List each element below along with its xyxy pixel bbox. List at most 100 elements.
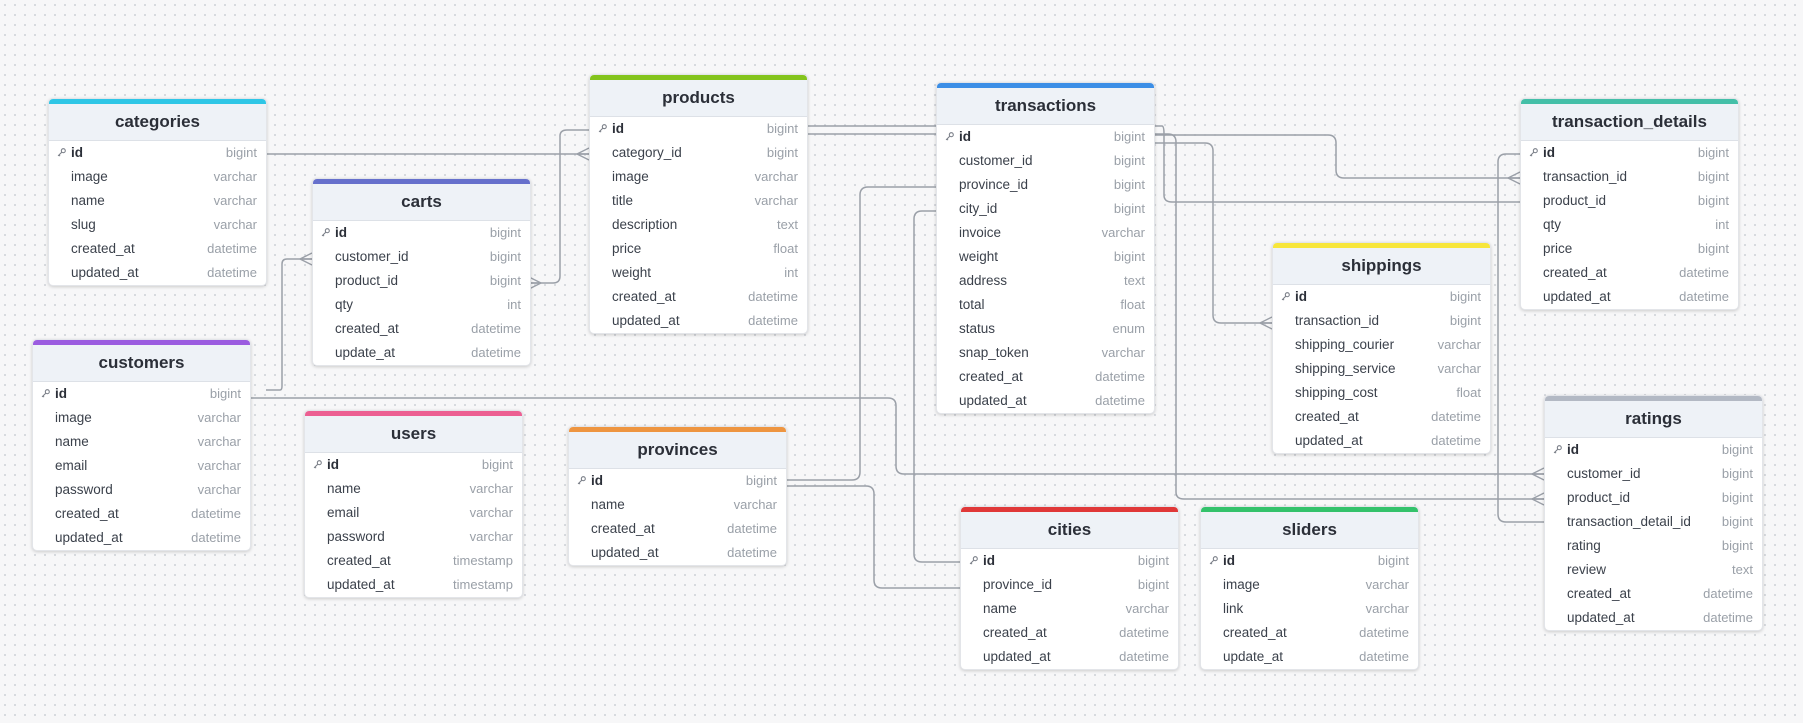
table-title[interactable]: ratings: [1545, 401, 1762, 438]
table-title[interactable]: categories: [49, 104, 266, 141]
table-title[interactable]: carts: [313, 184, 530, 221]
table-title[interactable]: cities: [961, 512, 1178, 549]
relationship-line[interactable]: [1154, 134, 1520, 179]
relationship-line[interactable]: [785, 485, 960, 589]
table-title[interactable]: shippings: [1273, 248, 1490, 285]
relationship-line[interactable]: [1154, 125, 1520, 203]
table-title[interactable]: products: [590, 80, 807, 117]
relationship-line[interactable]: [529, 129, 589, 284]
table-title[interactable]: transaction_details: [1521, 104, 1738, 141]
table-title[interactable]: customers: [33, 345, 250, 382]
table-title[interactable]: users: [305, 416, 522, 453]
table-title[interactable]: provinces: [569, 432, 786, 469]
table-title[interactable]: sliders: [1201, 512, 1418, 549]
table-title[interactable]: transactions: [937, 88, 1154, 125]
relationship-line[interactable]: [1154, 142, 1272, 324]
relationship-line[interactable]: [266, 258, 312, 391]
